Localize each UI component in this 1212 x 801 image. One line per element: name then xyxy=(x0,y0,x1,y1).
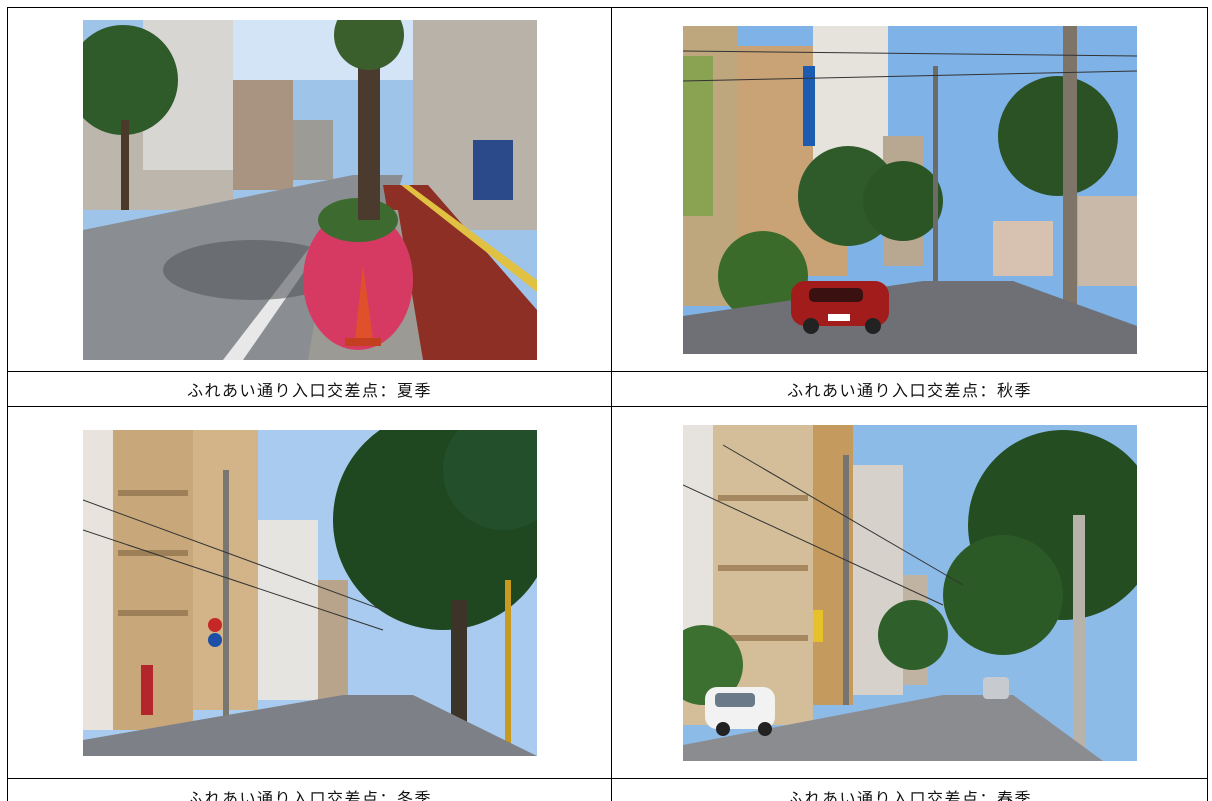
photo-cell-winter xyxy=(7,406,612,779)
caption-autumn: ふれあい通り入口交差点：秋季 xyxy=(611,371,1208,407)
street-photo-autumn xyxy=(682,25,1137,354)
photo-cell-summer xyxy=(7,7,612,372)
street-photo-winter xyxy=(82,429,537,756)
photo-cell-autumn xyxy=(611,7,1208,372)
street-photo-summer xyxy=(82,19,537,360)
photo-cell-spring xyxy=(611,406,1208,779)
caption-spring: ふれあい通り入口交差点：春季 xyxy=(611,778,1208,801)
caption-summer: ふれあい通り入口交差点：夏季 xyxy=(7,371,612,407)
street-photo-spring xyxy=(682,424,1137,761)
photo-grid-table: ふれあい通り入口交差点：夏季 ふれあい通り入口交差点：秋季 xyxy=(7,7,1208,801)
caption-winter: ふれあい通り入口交差点：冬季 xyxy=(7,778,612,801)
